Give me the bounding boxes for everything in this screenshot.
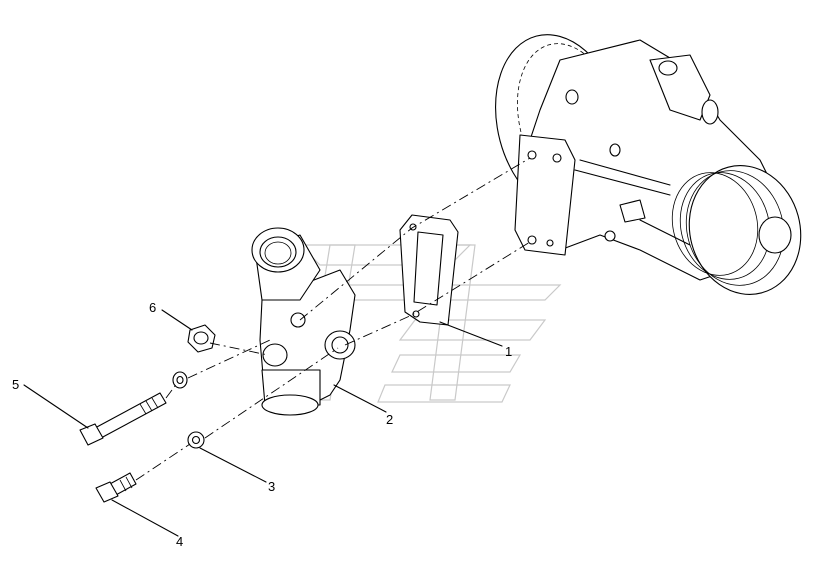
callout-1: 1 [505, 344, 512, 359]
long-bolt [79, 392, 167, 446]
washer [172, 371, 205, 449]
leader-lines [23, 309, 503, 537]
callout-4: 4 [176, 534, 183, 549]
callout-3: 3 [268, 479, 275, 494]
plug [187, 324, 216, 353]
callout-6: 6 [149, 300, 156, 315]
short-bolt [95, 472, 137, 503]
thermostat-housing [251, 227, 356, 416]
callout-labels: 1 2 3 4 5 6 [12, 300, 512, 549]
assembly-lines [135, 157, 531, 481]
callout-5: 5 [12, 377, 19, 392]
gasket [399, 214, 459, 326]
water-pump [495, 34, 802, 295]
callout-2: 2 [386, 412, 393, 427]
